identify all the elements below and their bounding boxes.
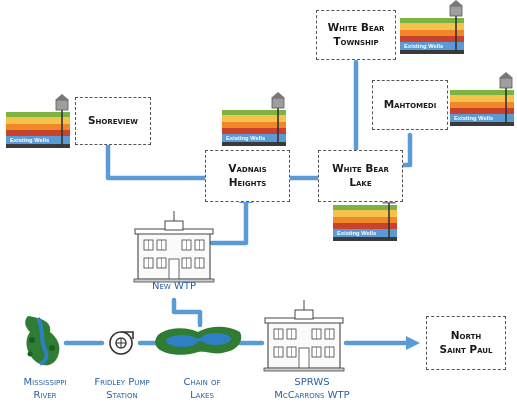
vadnais-heights-box: Vadnais Heights [205,150,290,202]
existing-wells-mahtomedi: Existing Wells [449,71,515,127]
wells-label: Existing Wells [226,136,265,142]
chain-of-lakes-icon [155,326,242,355]
pipe-whitebearlake-mahtomedi [400,132,413,168]
sprws-wtp-label: SPRWS McCarrons WTP [274,377,350,401]
white-bear-township-box: White Bear Township [316,10,396,60]
pump-icon [109,331,134,355]
pipe-network [63,59,413,346]
fridley-pump-station-label: Fridley Pump Station [94,377,150,401]
pipe-chainoflakes-newwtp [171,297,203,328]
existing-wells-shoreview: Existing Wells [5,93,71,149]
white-bear-lake-box: White Bear Lake [318,150,403,202]
wells-label: Existing Wells [454,116,493,122]
pipe-shoreview-vadnais [105,142,208,181]
arrow-head-to-north-saint-paul [406,336,420,350]
north-saint-paul-box: North Saint Paul [426,316,506,370]
existing-wells-white-bear-township: Existing Wells [399,0,465,55]
mississippi-river-label: Mississippi River [23,377,67,401]
wells-label: Existing Wells [10,138,49,144]
existing-wells-white-bear-lake: Existing Wells [332,186,398,242]
mississippi-river-icon [25,316,60,366]
wells-label: Existing Wells [337,231,376,237]
pipe-newwtp-vadnais [209,197,249,246]
wells-label: Existing Wells [404,44,443,50]
sprws-wtp-building-icon [263,299,345,372]
new-wtp-label: New WTP [151,281,197,292]
shoreview-box: Shoreview [75,97,151,145]
chain-of-lakes-label: Chain of Lakes [183,377,221,401]
new-wtp-building-icon [133,210,215,283]
existing-wells-vadnais: Existing Wells [221,91,287,147]
mahtomedi-box: Mahtomedi [372,80,448,130]
